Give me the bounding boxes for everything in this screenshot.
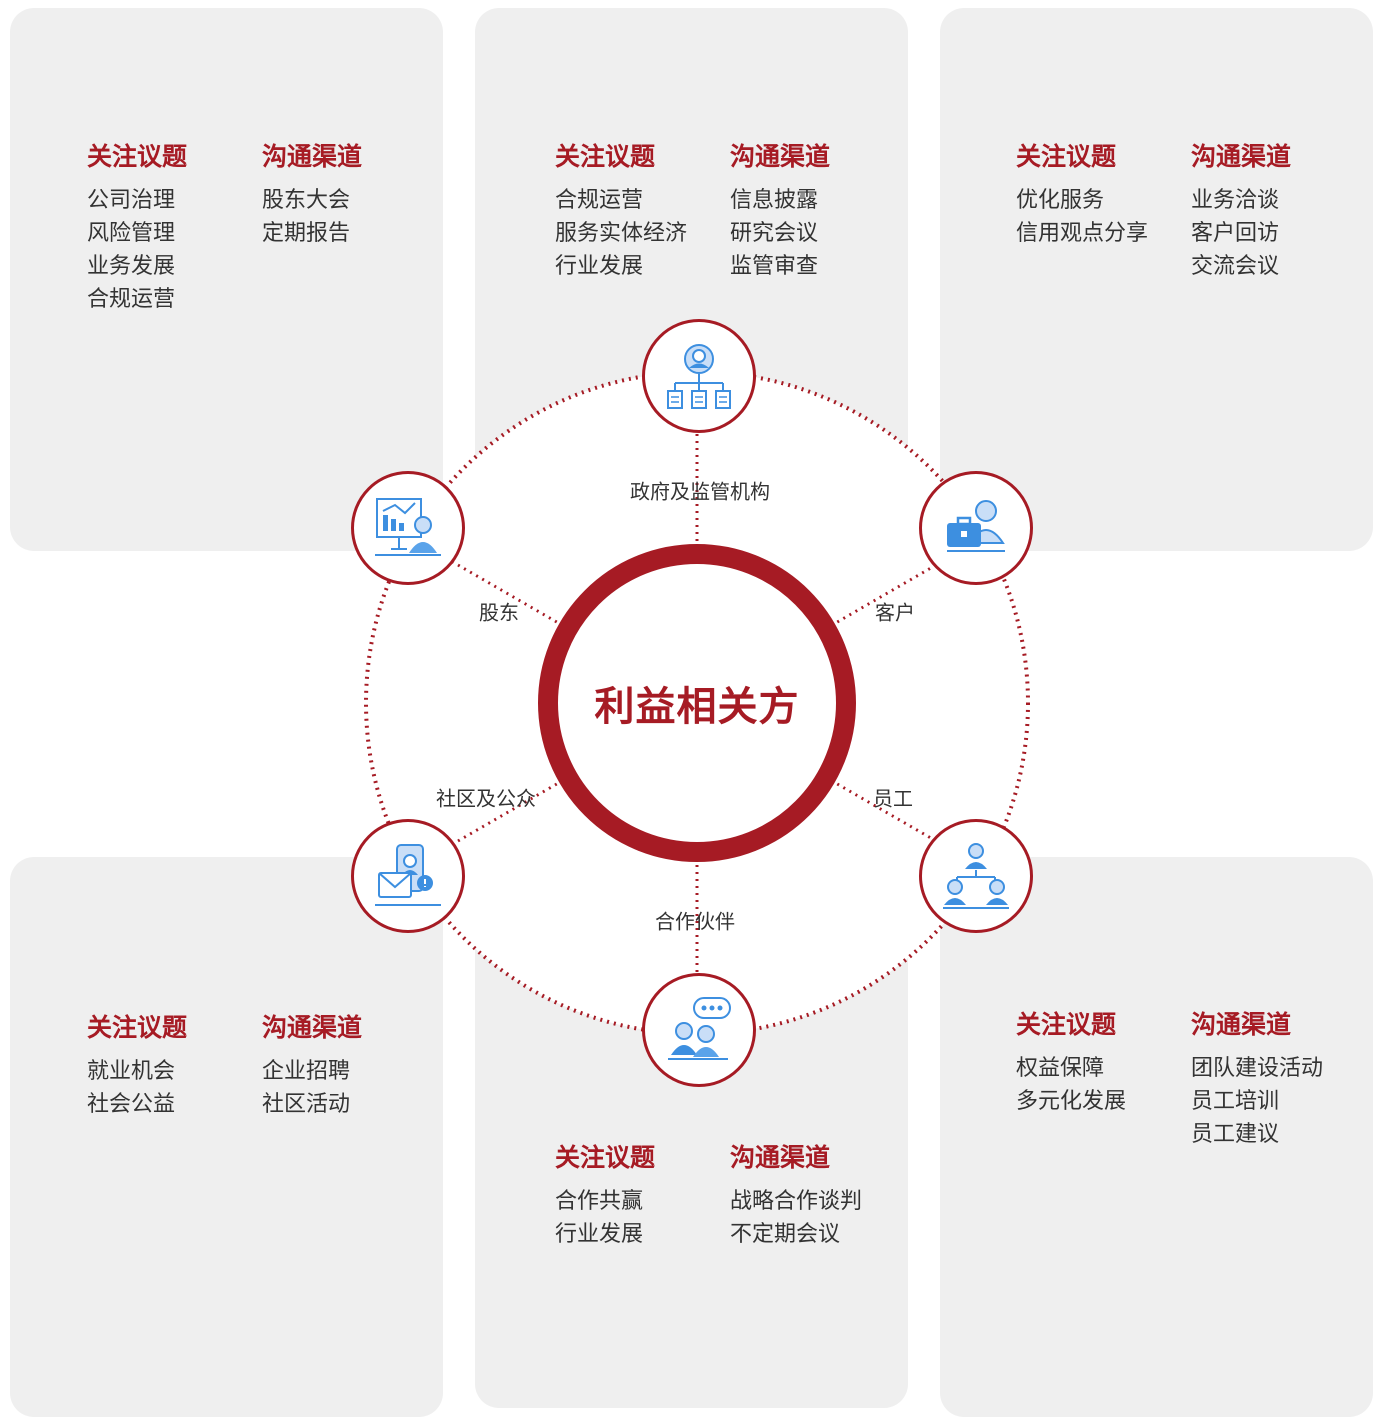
topics-column: 关注议题 合规运营服务实体经济行业发展 xyxy=(555,142,687,283)
topic-item: 风险管理 xyxy=(87,221,176,246)
node-partner xyxy=(642,973,756,1087)
topic-item: 社会公益 xyxy=(87,1092,176,1117)
channel-item: 战略合作谈判 xyxy=(730,1189,863,1214)
topics-heading: 关注议题 xyxy=(87,1013,188,1042)
label-customer: 客户 xyxy=(875,600,915,625)
channels-heading: 沟通渠道 xyxy=(1191,1010,1292,1039)
channels-heading: 沟通渠道 xyxy=(262,142,363,171)
node-shareholder xyxy=(351,471,465,585)
team-hierarchy-icon xyxy=(943,843,1009,909)
topic-item: 行业发展 xyxy=(555,1222,644,1247)
channel-item: 员工培训 xyxy=(1191,1089,1280,1114)
topic-item: 合规运营 xyxy=(87,287,176,312)
channels-column: 沟通渠道 企业招聘社区活动 xyxy=(262,1013,362,1121)
channels-column: 沟通渠道 信息披露研究会议监管审查 xyxy=(730,142,830,283)
channels-heading: 沟通渠道 xyxy=(1191,142,1292,171)
topic-item: 合作共赢 xyxy=(555,1189,644,1214)
node-community xyxy=(351,819,465,933)
channels-column: 沟通渠道 业务洽谈客户回访交流会议 xyxy=(1191,142,1291,283)
node-customer xyxy=(919,471,1033,585)
node-government xyxy=(642,319,756,433)
channel-item: 社区活动 xyxy=(262,1092,351,1117)
channel-item: 监管审查 xyxy=(730,254,819,279)
topic-item: 信用观点分享 xyxy=(1016,221,1149,246)
label-government: 政府及监管机构 xyxy=(630,479,770,504)
channels-heading: 沟通渠道 xyxy=(262,1013,363,1042)
channel-item: 交流会议 xyxy=(1191,254,1280,279)
presentation-chart-icon xyxy=(375,498,441,556)
topics-column: 关注议题 合作共赢行业发展 xyxy=(555,1143,655,1251)
channels-column: 沟通渠道 团队建设活动员工培训员工建议 xyxy=(1191,1010,1323,1151)
channels-column: 沟通渠道 战略合作谈判不定期会议 xyxy=(730,1143,862,1251)
node-employee xyxy=(919,819,1033,933)
panel-top-right xyxy=(940,8,1373,551)
topics-column: 关注议题 权益保障多元化发展 xyxy=(1016,1010,1126,1118)
topic-item: 行业发展 xyxy=(555,254,644,279)
channel-item: 信息披露 xyxy=(730,188,819,213)
topics-column: 关注议题 就业机会社会公益 xyxy=(87,1013,187,1121)
topic-item: 服务实体经济 xyxy=(555,221,688,246)
channel-item: 企业招聘 xyxy=(262,1059,351,1084)
label-employee: 员工 xyxy=(873,786,913,811)
channel-item: 员工建议 xyxy=(1191,1122,1280,1147)
channel-item: 定期报告 xyxy=(262,221,351,246)
topics-heading: 关注议题 xyxy=(555,1143,656,1172)
label-shareholder: 股东 xyxy=(479,600,519,625)
channel-item: 团队建设活动 xyxy=(1191,1056,1324,1081)
label-partner: 合作伙伴 xyxy=(655,909,735,934)
topics-heading: 关注议题 xyxy=(1016,142,1117,171)
channels-heading: 沟通渠道 xyxy=(730,142,831,171)
topic-item: 公司治理 xyxy=(87,188,176,213)
panel-bottom-right xyxy=(940,857,1373,1417)
topics-heading: 关注议题 xyxy=(1016,1010,1117,1039)
topics-heading: 关注议题 xyxy=(555,142,656,171)
chat-people-icon xyxy=(668,997,731,1060)
topic-item: 业务发展 xyxy=(87,254,176,279)
topics-heading: 关注议题 xyxy=(87,142,188,171)
phone-mail-icon xyxy=(375,844,441,906)
channel-item: 研究会议 xyxy=(730,221,819,246)
topic-item: 就业机会 xyxy=(87,1059,176,1084)
panel-top-left xyxy=(10,8,443,551)
panel-bottom-left xyxy=(10,857,443,1417)
center-title: 利益相关方 xyxy=(594,684,800,730)
channel-item: 股东大会 xyxy=(262,188,351,213)
label-community: 社区及公众 xyxy=(436,786,536,811)
briefcase-person-icon xyxy=(947,500,1005,552)
topics-column: 关注议题 公司治理风险管理业务发展合规运营 xyxy=(87,142,187,316)
channel-item: 客户回访 xyxy=(1191,221,1280,246)
topic-item: 优化服务 xyxy=(1016,188,1105,213)
topics-column: 关注议题 优化服务信用观点分享 xyxy=(1016,142,1148,250)
channels-column: 沟通渠道 股东大会定期报告 xyxy=(262,142,362,250)
channel-item: 不定期会议 xyxy=(730,1222,841,1247)
topic-item: 多元化发展 xyxy=(1016,1089,1127,1114)
topic-item: 权益保障 xyxy=(1016,1056,1105,1081)
org-chart-icon xyxy=(667,344,731,409)
channels-heading: 沟通渠道 xyxy=(730,1143,831,1172)
channel-item: 业务洽谈 xyxy=(1191,188,1280,213)
topic-item: 合规运营 xyxy=(555,188,644,213)
